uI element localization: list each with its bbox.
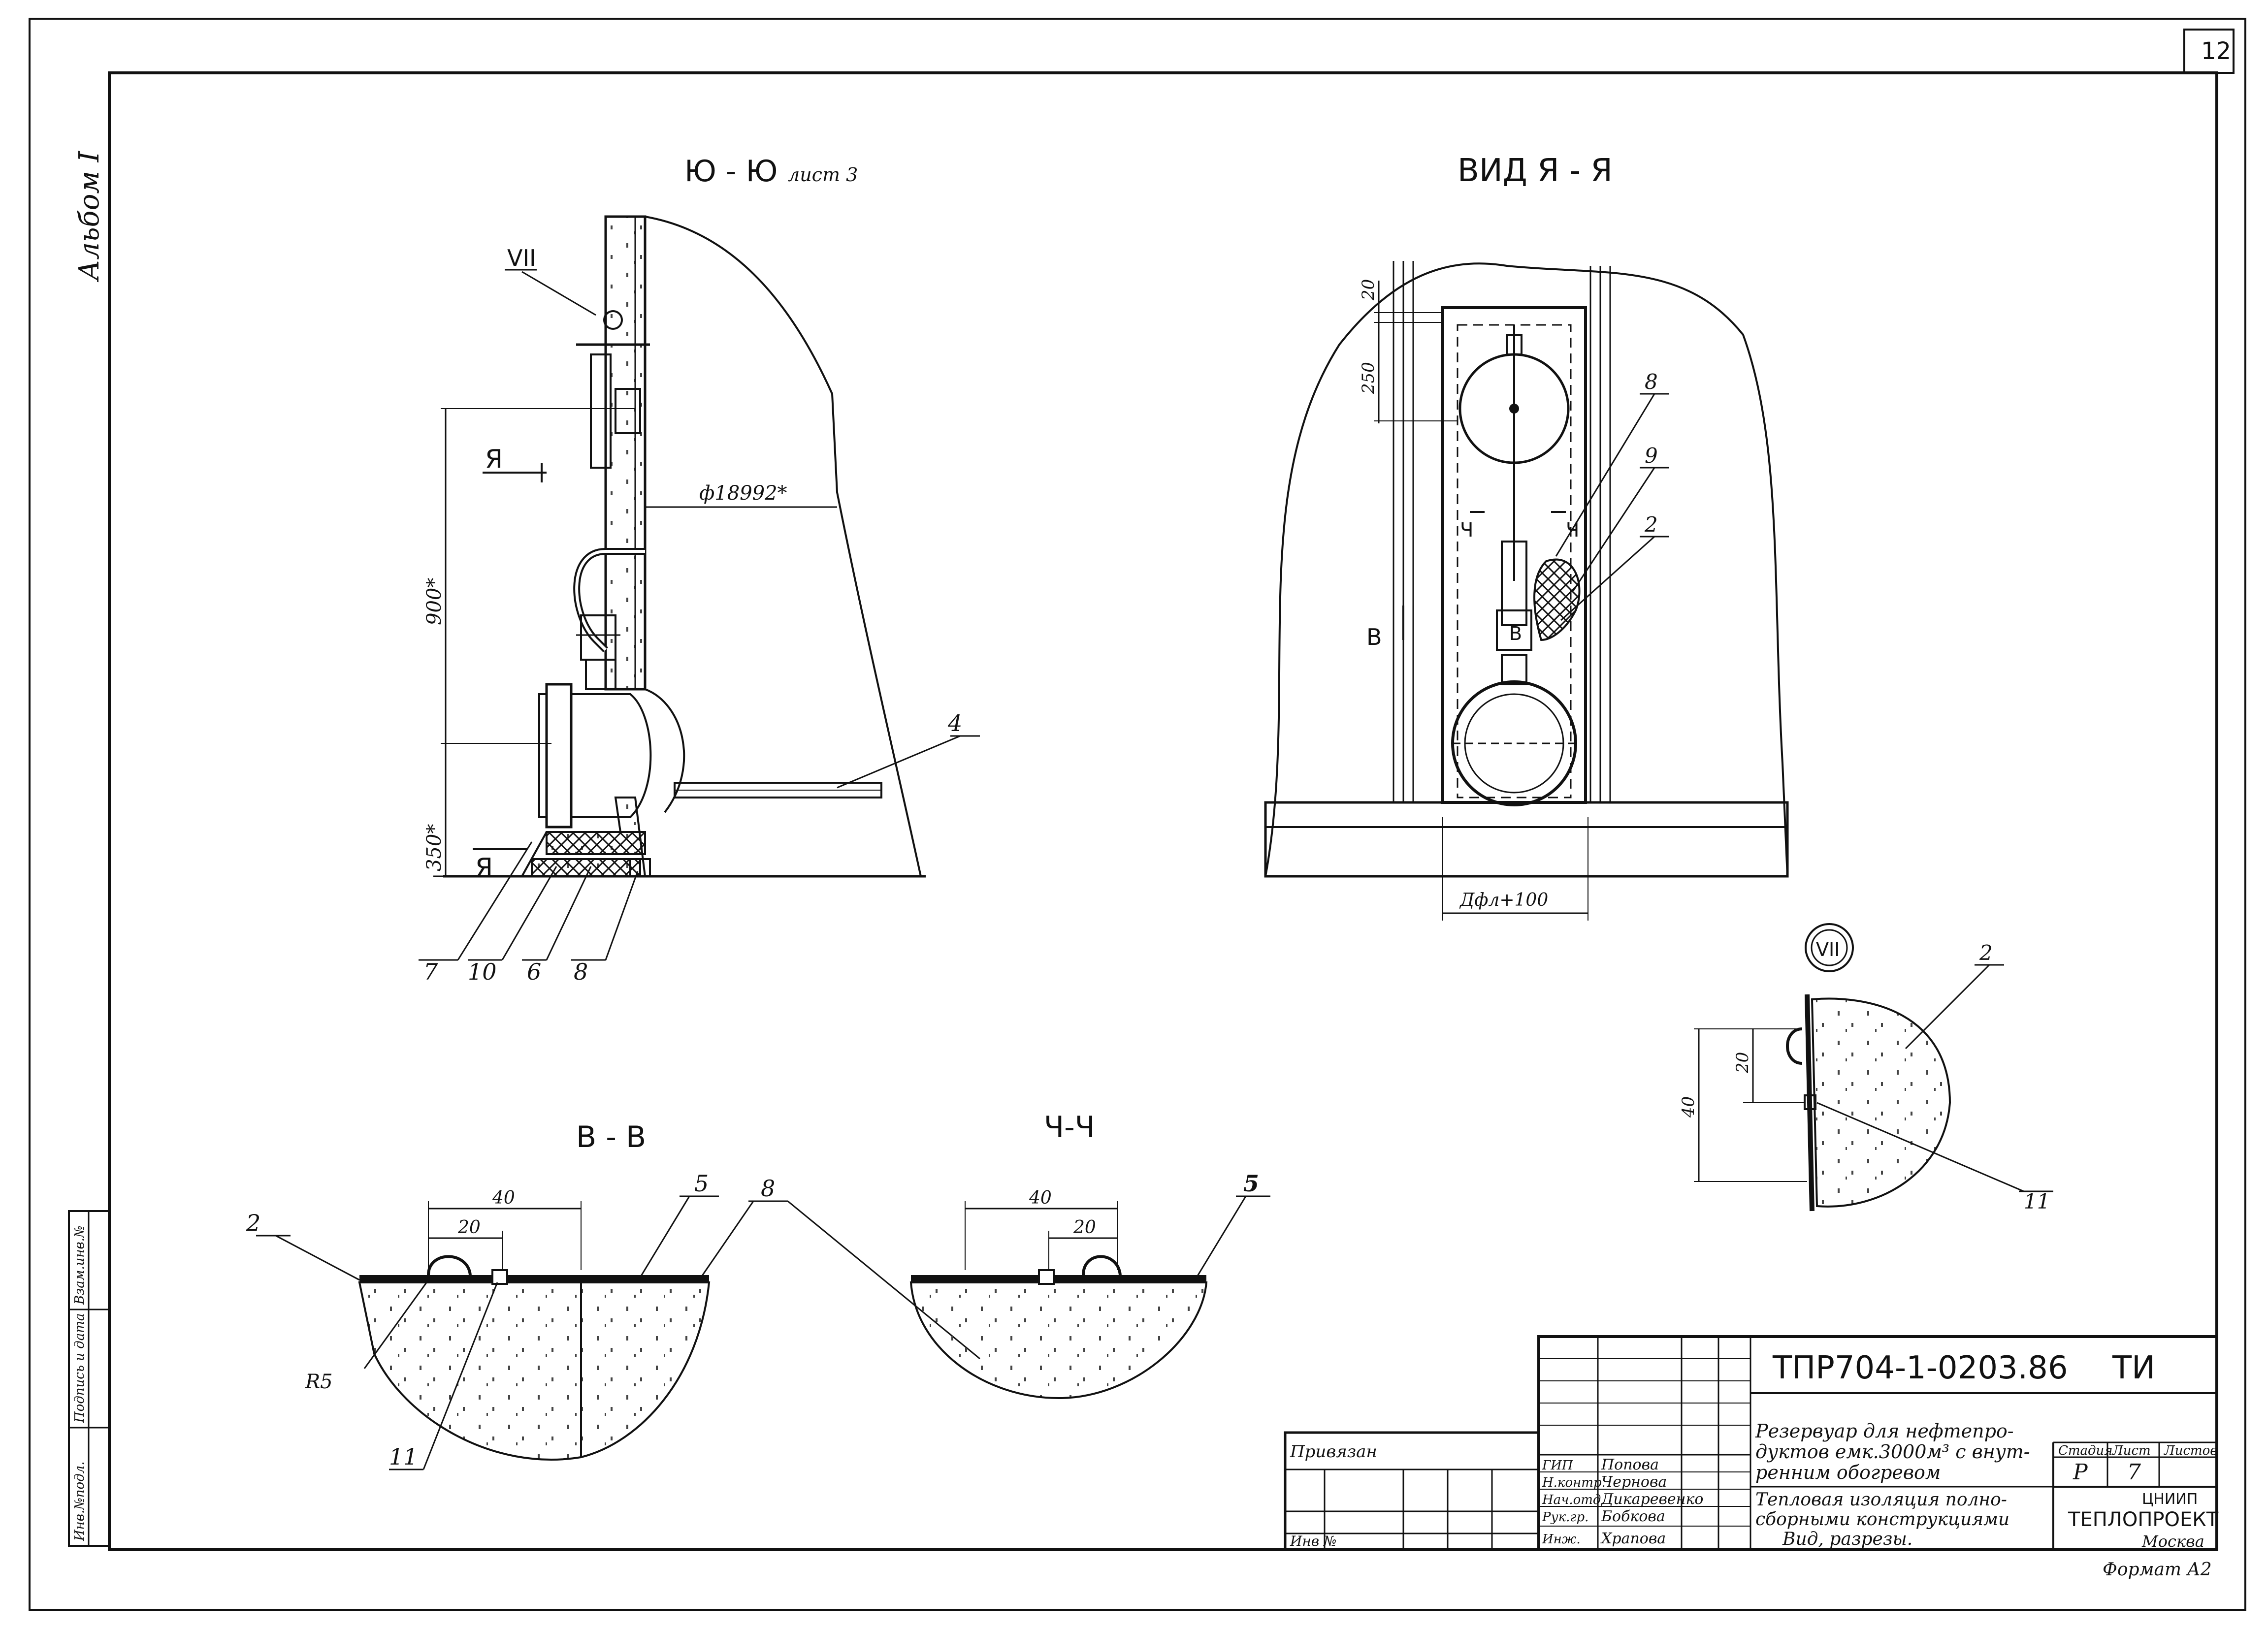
chch-callout-5: 5 xyxy=(1243,1170,1259,1197)
bb-dim-20: 20 xyxy=(457,1217,481,1238)
staff-role-3: Нач.отд. xyxy=(1542,1493,1605,1507)
title-block xyxy=(1284,1335,2218,1551)
stamp-signature: Подпись и дата xyxy=(72,1313,87,1423)
section-yu-yu: Ю - Ю лист 3 ф18992* xyxy=(419,154,980,985)
callout-7: 7 xyxy=(423,958,438,985)
callout-6: 6 xyxy=(527,958,541,985)
node-vii-label: VII xyxy=(1816,939,1840,960)
view-ya-title: ВИД Я - Я xyxy=(1458,153,1613,189)
cut-ch-left: Ч xyxy=(1460,519,1473,542)
doc-code: ТПР704-1-0203.86 xyxy=(1772,1350,2068,1386)
staff-role-1: ГИП xyxy=(1542,1458,1574,1473)
bb-callout-5: 5 xyxy=(694,1170,709,1197)
cut-b-label: В xyxy=(1366,624,1382,650)
callout-9-view: 9 xyxy=(1645,444,1658,468)
staff-name-5: Храпова xyxy=(1600,1530,1666,1547)
stage-value: Р xyxy=(2073,1460,2088,1485)
format-label: Формат А2 xyxy=(2103,1560,2212,1580)
node-vii: VII 20 40 2 11 xyxy=(1679,923,2053,1213)
privyazan-label: Привязан xyxy=(1290,1442,1377,1462)
bb-callout-2: 2 xyxy=(246,1210,260,1236)
title-block-text: ТПР704-1-0203.86 ТИ Привязан Инв № Резер… xyxy=(1290,1350,2219,1551)
dim-900: 900* xyxy=(423,578,446,625)
section-chch-title: Ч-Ч xyxy=(1044,1110,1095,1145)
dim-250: 250 xyxy=(1359,362,1378,394)
header-sheets: Листов xyxy=(2163,1443,2217,1458)
callout-4: 4 xyxy=(947,710,962,736)
org-line-1: ЦНИИП xyxy=(2142,1491,2198,1508)
diameter-label: ф18992* xyxy=(699,482,787,505)
org-line-3: Москва xyxy=(2141,1532,2204,1551)
sheet-title-line-3: Вид, разрезы. xyxy=(1782,1529,1912,1549)
staff-name-1: Попова xyxy=(1601,1456,1659,1473)
bb-callout-11: 11 xyxy=(389,1443,418,1470)
bb-dim-40: 40 xyxy=(492,1188,515,1208)
tank-outline xyxy=(645,216,922,877)
chch-dim-40: 40 xyxy=(1029,1188,1052,1208)
staff-role-5: Инж. xyxy=(1542,1532,1581,1547)
cut-ya-bottom: Я xyxy=(475,853,493,883)
node-dim-20: 20 xyxy=(1733,1052,1752,1074)
callout-2-view: 2 xyxy=(1644,512,1658,537)
bb-radius: R5 xyxy=(305,1371,333,1393)
staff-name-3: Дикаревенко xyxy=(1600,1491,1703,1508)
side-stamp: Инв.№подл. Подпись и дата Взам.инв.№ xyxy=(68,1210,110,1547)
section-b-b: В - В 40 20 R5 2 5 8 11 xyxy=(246,1120,980,1470)
staff-role-2: Н.контр. xyxy=(1542,1475,1606,1490)
node-dim-40: 40 xyxy=(1679,1096,1698,1118)
stamp-inv-podl: Инв.№подл. xyxy=(72,1462,87,1542)
callout-10: 10 xyxy=(468,958,497,985)
album-label: Альбом I xyxy=(73,150,105,283)
title-line-1: Резервуар для нефтепро- xyxy=(1755,1420,2014,1442)
dim-20-top: 20 xyxy=(1359,279,1378,301)
sheet-title-line-1: Тепловая изоляция полно- xyxy=(1755,1490,2007,1510)
doc-mark: ТИ xyxy=(2112,1350,2155,1386)
sheet-value: 7 xyxy=(2127,1460,2141,1485)
callout-8-view: 8 xyxy=(1645,370,1658,394)
inv-no-label: Инв № xyxy=(1290,1533,1337,1549)
sheet-title-line-2: сборными конструкциями xyxy=(1755,1509,2009,1530)
section-bb-title: В - В xyxy=(576,1120,646,1154)
staff-name-4: Бобкова xyxy=(1601,1508,1665,1525)
section-yu-title: Ю - Ю xyxy=(684,154,778,189)
view-ya-ya: ВИД Я - Я xyxy=(1264,153,1789,921)
org-line-2: ТЕПЛОПРОЕКТ xyxy=(2068,1508,2219,1531)
stamp-vzam: Взам.инв.№ xyxy=(72,1226,87,1305)
dim-350: 350* xyxy=(423,824,446,871)
staff-name-2: Чернова xyxy=(1601,1473,1667,1491)
node-callout-11: 11 xyxy=(2024,1189,2050,1213)
cut-b-small: В xyxy=(1509,623,1522,644)
chch-dim-20: 20 xyxy=(1073,1217,1096,1238)
bb-callout-8: 8 xyxy=(761,1175,775,1202)
node-vii-ref: VII xyxy=(507,245,536,271)
dim-dfl-100: Дфл+100 xyxy=(1459,890,1548,910)
title-line-2: дуктов емк.3000м³ с внут- xyxy=(1755,1441,2030,1463)
cut-ya-top: Я xyxy=(485,445,503,474)
sheet-frame xyxy=(29,18,2246,1611)
page-number: 12 xyxy=(2201,37,2231,65)
staff-role-4: Рук.гр. xyxy=(1542,1510,1588,1525)
header-stage: Стадия xyxy=(2058,1443,2113,1458)
section-yu-sheet-ref: лист 3 xyxy=(788,164,858,186)
title-line-3: ренним обогревом xyxy=(1755,1462,1941,1483)
node-callout-2: 2 xyxy=(1979,941,1993,965)
section-ch-ch: Ч-Ч 40 20 5 xyxy=(909,1110,1270,1400)
header-sheet: Лист xyxy=(2111,1443,2151,1458)
callout-8: 8 xyxy=(574,958,588,985)
